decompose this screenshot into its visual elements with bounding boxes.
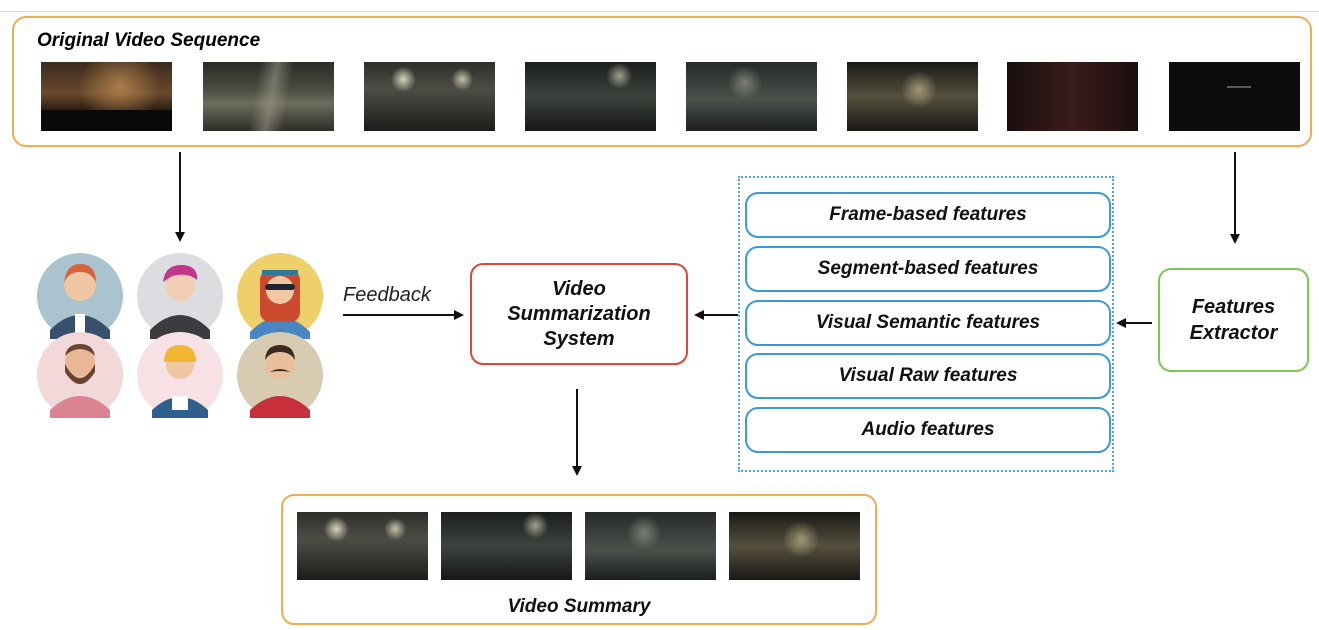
video-summarization-system-box: Video Summarization System (470, 263, 688, 365)
feature-item-audio: Audio features (745, 407, 1111, 453)
red-haired-user-icon (37, 253, 123, 339)
video-frame-1 (41, 62, 172, 131)
top-divider (0, 11, 1319, 12)
features-extractor-box: Features Extractor (1158, 268, 1309, 372)
video-frame-4 (525, 62, 656, 131)
feature-item-visual-semantic: Visual Semantic features (745, 300, 1111, 346)
features-panel (738, 176, 1114, 472)
summary-frame-3 (585, 512, 716, 580)
video-frame-6 (847, 62, 978, 131)
video-frame-2 (203, 62, 334, 131)
extractor-line1: Features (1191, 296, 1276, 318)
video-frame-7 (1007, 62, 1138, 131)
hippie-user-icon (237, 253, 323, 339)
mustache-user-icon (237, 332, 323, 418)
helmet-user-icon (137, 332, 223, 418)
video-frame-8 (1169, 62, 1300, 131)
summary-frame-1 (297, 512, 428, 580)
video-frame-3 (364, 62, 495, 131)
original-video-sequence-box (12, 16, 1312, 147)
extractor-line2: Extractor (1189, 322, 1278, 344)
original-video-sequence-title: Original Video Sequence (37, 30, 261, 51)
feature-item-frame-based: Frame-based features (745, 192, 1111, 238)
vss-line3: System (543, 327, 615, 350)
vss-line2: Summarization (507, 302, 651, 325)
feature-item-visual-raw: Visual Raw features (745, 353, 1111, 399)
bearded-user-icon (37, 332, 123, 418)
video-summary-title: Video Summary (507, 596, 651, 617)
pink-haired-user-icon (137, 253, 223, 339)
video-frame-5 (686, 62, 817, 131)
feedback-label: Feedback (343, 284, 431, 306)
feature-item-segment-based: Segment-based features (745, 246, 1111, 292)
video-summary-box (281, 494, 877, 625)
vss-line1: Video (552, 277, 606, 300)
summary-frame-4 (729, 512, 860, 580)
summary-frame-2 (441, 512, 572, 580)
